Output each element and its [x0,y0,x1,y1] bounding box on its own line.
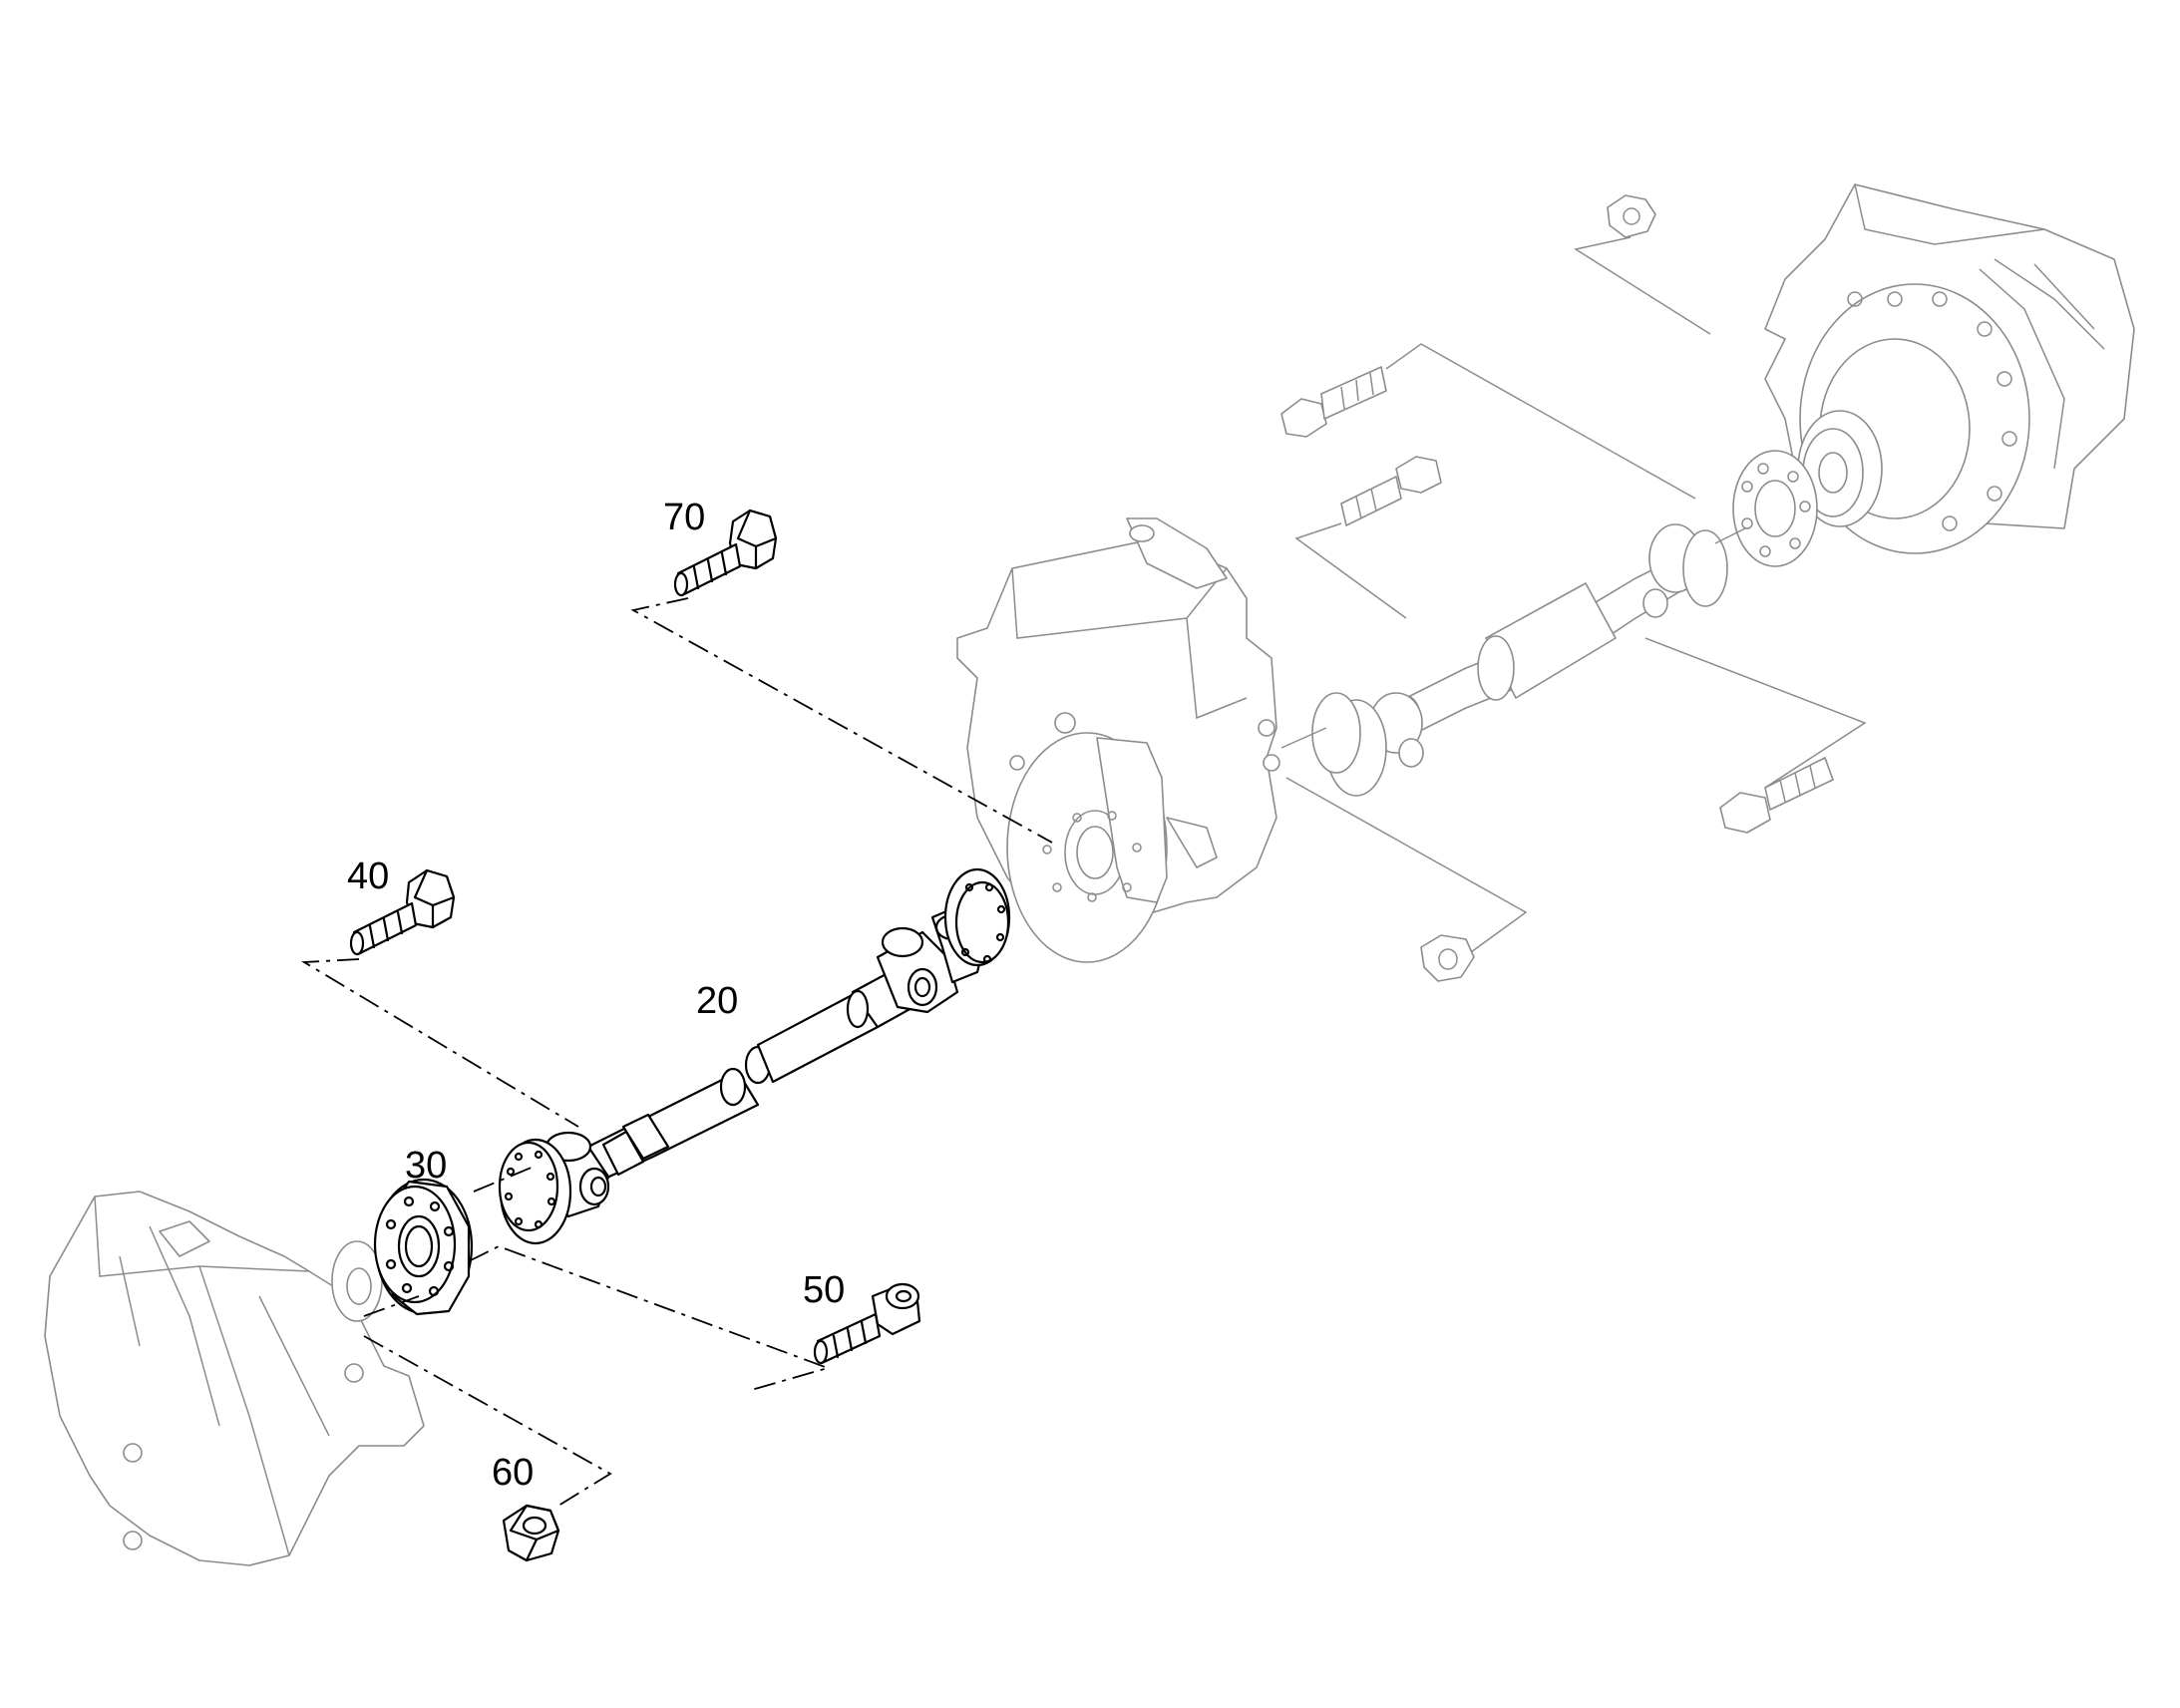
hex-bolt-40 [349,868,456,956]
callout-20: 20 [696,980,739,1022]
front-propeller-shaft [498,867,1011,1245]
socket-bolt-50 [813,1282,921,1365]
companion-flange [373,1178,474,1316]
rear-axle-differential [1764,183,2135,554]
rear-companion-flange [1732,450,1818,567]
leader-lines [301,597,1053,1507]
hex-nut-60 [502,1504,560,1562]
callout-40: 40 [347,855,390,897]
rear-propeller-shaft [1311,523,1728,797]
callout-60: 60 [492,1452,535,1494]
background-leader-lines [1280,236,1867,953]
hex-bolt-70 [673,509,778,597]
transfer-case [956,517,1280,963]
callout-70: 70 [663,497,706,538]
callout-30: 30 [405,1145,448,1187]
background-fasteners [1280,194,1834,982]
front-axle-housing [44,1191,425,1566]
callout-50: 50 [803,1269,846,1311]
